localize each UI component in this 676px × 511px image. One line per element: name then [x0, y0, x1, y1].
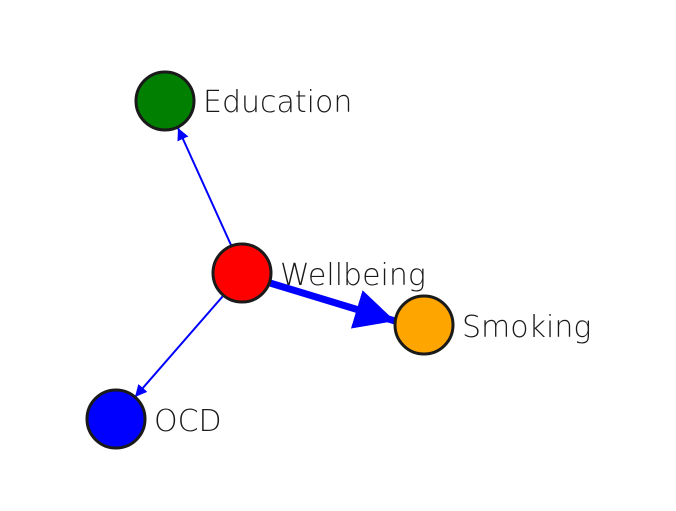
node-ocd[interactable]: OCD [85, 388, 222, 450]
node-smoking-circle [393, 294, 455, 356]
node-education-label: Education [203, 85, 352, 120]
node-ocd-circle [85, 388, 147, 450]
edge-wellbeing-to-smoking [268, 279, 397, 329]
node-wellbeing-circle [211, 242, 273, 304]
edge-wellbeing-to-education [177, 127, 232, 246]
node-ocd-label: OCD [154, 404, 222, 439]
node-education-circle [134, 70, 196, 132]
edge-wellbeing-to-ocd [134, 295, 224, 398]
node-education[interactable]: Education [134, 70, 352, 132]
node-wellbeing-label: Wellbeing [280, 258, 426, 293]
node-smoking[interactable]: Smoking [393, 294, 591, 356]
node-smoking-label: Smoking [462, 310, 591, 345]
node-wellbeing[interactable]: Wellbeing [211, 242, 426, 304]
